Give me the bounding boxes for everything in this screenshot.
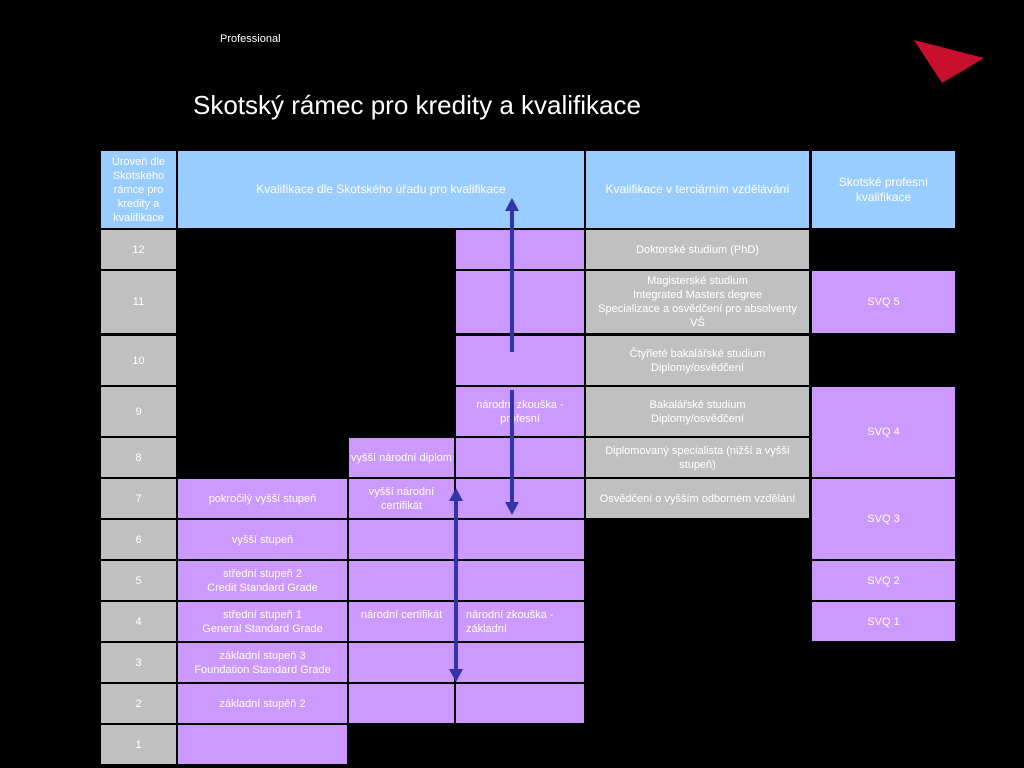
national-level-4: národní certifikát: [349, 602, 454, 641]
level-6: 6: [101, 520, 176, 559]
arrow-down-exam: [505, 390, 519, 515]
header-sqa: Kvalifikace dle Skotského úřadu pro kval…: [178, 151, 584, 228]
tertiary-level-9: Bakalářské studium Diplomy/osvědčení: [586, 387, 809, 436]
exam-level-9: národní zkouška - profesní: [456, 387, 584, 436]
national-level-2: [349, 684, 454, 723]
header-level: Úroveň dle Skotského rámce pro kredity a…: [101, 151, 176, 228]
svq-2: SVQ 2: [812, 561, 955, 600]
tertiary-level-8: Diplomovaný specialista (nižší a vyšší s…: [586, 438, 809, 477]
header-tertiary: Kvalifikace v terciárním vzdělávání: [586, 151, 809, 228]
level-10: 10: [101, 336, 176, 385]
national-level-7: vyšší národní certifikát: [349, 479, 454, 518]
standard-level-7: pokročilý vyšší stupeň: [178, 479, 347, 518]
svq-3: SVQ 3: [812, 479, 955, 559]
standard-level-2: základní stupěň 2: [178, 684, 347, 723]
tertiary-level-12: Doktorské studium (PhD): [586, 230, 809, 269]
national-level-3: [349, 643, 454, 682]
standard-level-4: střední stupeň 1 General Standard Grade: [178, 602, 347, 641]
logo-triangle-icon: [914, 40, 984, 83]
level-5: 5: [101, 561, 176, 600]
national-level-5: [349, 561, 454, 600]
exam-level-6: [456, 520, 584, 559]
tertiary-level-10: Čtyřleté bakalářské studium Diplomy/osvě…: [586, 336, 809, 385]
exam-level-10: [456, 336, 584, 385]
level-4: 4: [101, 602, 176, 641]
svq-4: SVQ 4: [812, 387, 955, 477]
national-level-6: [349, 520, 454, 559]
level-1: 1: [101, 725, 176, 764]
exam-level-4: národní zkouška - základní: [456, 602, 584, 641]
page-title: Skotský rámec pro kredity a kvalifikace: [193, 90, 641, 120]
level-9: 9: [101, 387, 176, 436]
exam-level-12: [456, 230, 584, 269]
national-level-8: vyšší národní diplom: [349, 438, 454, 477]
arrow-up-exam: [505, 198, 519, 352]
exam-level-2: [456, 684, 584, 723]
standard-level-6: vyšší stupeň: [178, 520, 347, 559]
svq-5: SVQ 5: [812, 271, 955, 333]
exam-level-5: [456, 561, 584, 600]
level-8: 8: [101, 438, 176, 477]
arrow-double-national: [449, 488, 463, 682]
standard-level-1: [178, 725, 347, 764]
standard-level-5: střední stupeň 2 Credit Standard Grade: [178, 561, 347, 600]
level-2: 2: [101, 684, 176, 723]
level-3: 3: [101, 643, 176, 682]
exam-level-8: [456, 438, 584, 477]
exam-level-3: [456, 643, 584, 682]
tertiary-level-11: Magisterské studium Integrated Masters d…: [586, 271, 809, 333]
level-11: 11: [101, 271, 176, 333]
exam-level-7: [456, 479, 584, 518]
standard-level-3: základní stupeň 3 Foundation Standard Gr…: [178, 643, 347, 682]
brand-label: Professional: [220, 33, 281, 45]
svq-1: SVQ 1: [812, 602, 955, 641]
exam-level-11: [456, 271, 584, 333]
tertiary-level-7: Osvědčení o vyšším odborném vzdělání: [586, 479, 809, 518]
level-12: 12: [101, 230, 176, 269]
level-7: 7: [101, 479, 176, 518]
header-svq: Skotské profesní kvalifikace: [812, 151, 955, 228]
